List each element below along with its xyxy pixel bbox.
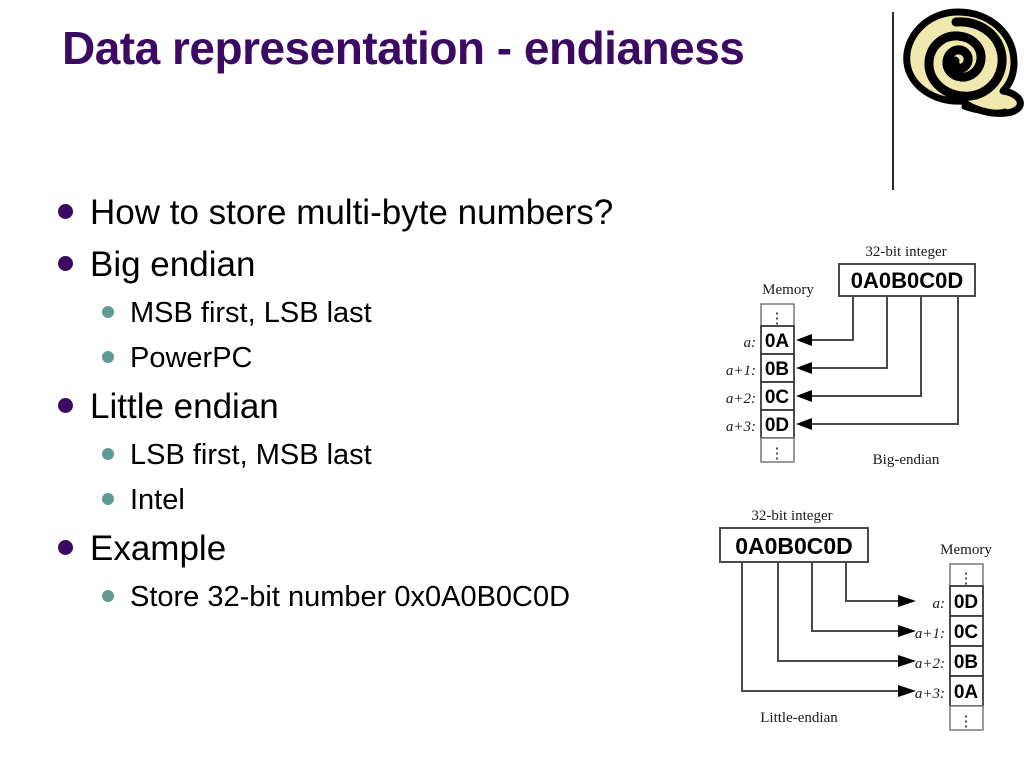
bullet-dot-icon (102, 448, 114, 460)
memory-cell-value: 0B (765, 359, 789, 380)
list-item: Big endian (58, 240, 758, 290)
memory-cell-address: a+1: (726, 363, 756, 379)
little-endian-diagram: 32-bit integer 0A0B0C0D Memory ⋮ 0D a: 0… (694, 500, 1024, 762)
connector-line (845, 562, 900, 602)
connector-line (741, 562, 900, 692)
arrow-head-icon (898, 595, 916, 697)
spiral-shell-icon (898, 8, 1024, 120)
bullet-dot-icon (58, 540, 73, 555)
memory-cell-value: 0C (765, 387, 790, 408)
memory-cell-value: 0A (765, 331, 790, 352)
bullet-dot-icon (102, 306, 114, 318)
memory-cell (760, 353, 795, 383)
list-item: PowerPC (102, 337, 758, 380)
bullet-dot-icon (102, 351, 114, 363)
integer-value: 0A0B0C0D (735, 533, 853, 559)
memory-cell-value: 0D (954, 592, 978, 613)
list-item: MSB first, LSB last (102, 292, 758, 335)
list-item: Store 32-bit number 0x0A0B0C0D (102, 576, 758, 619)
list-item-label: LSB first, MSB last (130, 439, 372, 471)
list-item-label: PowerPC (130, 342, 253, 374)
connector-line (809, 296, 888, 369)
memory-cell-address: a+3: (726, 419, 756, 435)
list-item-label: Intel (130, 484, 185, 516)
list-item: Little endian (58, 382, 758, 432)
integer-value: 0A0B0C0D (851, 268, 964, 293)
memory-cell (949, 645, 984, 677)
list-item: Intel (102, 479, 758, 522)
bullet-list: How to store multi-byte numbers? Big end… (58, 188, 758, 621)
connector-line (777, 562, 900, 662)
integer-box (719, 527, 869, 563)
memory-cell (760, 325, 795, 355)
memory-label: Memory (940, 542, 992, 558)
memory-cell (949, 585, 984, 617)
ellipsis-top: ⋮ (770, 311, 785, 327)
memory-cell-address: a+3: (915, 686, 945, 702)
bullet-dot-icon (58, 204, 73, 219)
diagram-caption: Big-endian (873, 452, 940, 468)
memory-cell-address: a+1: (915, 626, 945, 642)
connector-line (809, 296, 922, 397)
bullet-dot-icon (102, 493, 114, 505)
integer-box (838, 263, 976, 297)
connector-line (811, 562, 900, 632)
bullet-dot-icon (102, 590, 114, 602)
list-item-label: Little endian (90, 387, 279, 426)
list-item-label: Example (90, 529, 227, 568)
ellipsis-top: ⋮ (959, 571, 974, 587)
diagram-caption: Little-endian (760, 710, 838, 726)
memory-cell-value: 0A (954, 682, 979, 703)
list-item-label: MSB first, LSB last (130, 297, 372, 329)
integer-label: 32-bit integer (751, 508, 832, 524)
memory-cell-address: a: (744, 335, 757, 351)
integer-label: 32-bit integer (865, 244, 946, 260)
arrow-head-icon (796, 334, 812, 430)
list-item-label: How to store multi-byte numbers? (90, 193, 614, 232)
list-item: Example (58, 524, 758, 574)
memory-cell-value: 0B (954, 652, 978, 673)
ellipsis-bottom: ⋮ (770, 446, 785, 462)
memory-cell-address: a: (933, 596, 946, 612)
list-item: LSB first, MSB last (102, 434, 758, 477)
big-endian-diagram: 32-bit integer 0A0B0C0D Memory ⋮ 0A a: 0… (706, 236, 1016, 486)
list-item-label: Big endian (90, 245, 256, 284)
header-divider (892, 12, 894, 190)
memory-cell-value: 0C (954, 622, 979, 643)
memory-label: Memory (762, 282, 814, 298)
connector-line (809, 296, 854, 341)
memory-cell-value: 0D (765, 415, 789, 436)
page-title: Data representation - endianess (62, 22, 745, 74)
list-item-label: Store 32-bit number 0x0A0B0C0D (130, 581, 571, 613)
memory-cell-bottom-ellipsis (949, 705, 984, 731)
memory-cell-address: a+2: (915, 656, 945, 672)
connector-line (809, 296, 959, 425)
memory-cell-bottom-ellipsis (760, 437, 795, 463)
memory-cell-address: a+2: (726, 391, 756, 407)
bullet-dot-icon (58, 256, 73, 271)
list-item: How to store multi-byte numbers? (58, 188, 758, 238)
ellipsis-bottom: ⋮ (959, 714, 974, 730)
bullet-dot-icon (58, 398, 73, 413)
